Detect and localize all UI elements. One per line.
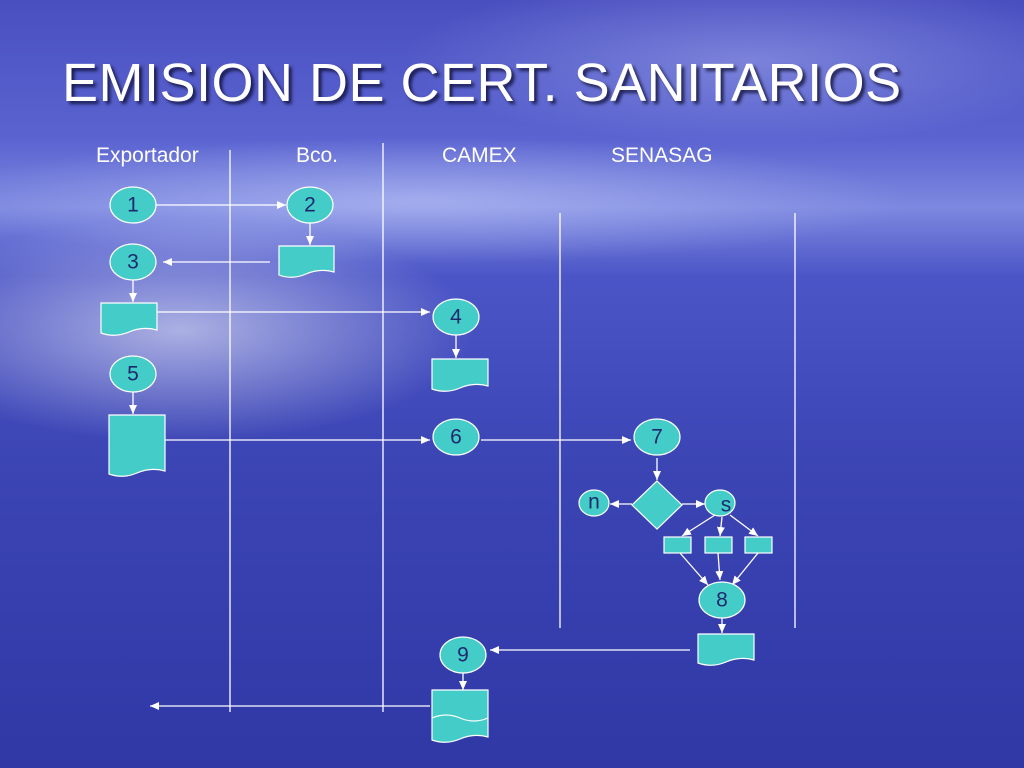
arrow-s-to-box-3 bbox=[729, 514, 759, 537]
decision-yes-label: s bbox=[721, 494, 732, 517]
lane-label-bco: Bco. bbox=[296, 144, 339, 167]
process-box-2 bbox=[704, 536, 733, 554]
step-label-9: 9 bbox=[457, 644, 469, 667]
arrow-box-2-to-8 bbox=[715, 552, 724, 581]
step-label-2: 2 bbox=[304, 194, 316, 217]
document-senasag bbox=[697, 633, 755, 666]
decision-no-node bbox=[578, 489, 610, 517]
step-label-1: 1 bbox=[127, 194, 139, 217]
step-label-7: 7 bbox=[651, 426, 663, 449]
lane-label-camex: CAMEX bbox=[442, 144, 517, 167]
step-node-3 bbox=[109, 243, 157, 281]
step-label-8: 8 bbox=[716, 589, 728, 612]
step-node-1 bbox=[109, 186, 157, 224]
step-node-6 bbox=[432, 418, 480, 456]
step-node-2 bbox=[286, 186, 334, 224]
step-label-4: 4 bbox=[450, 306, 462, 329]
lane-label-exportador: Exportador bbox=[96, 144, 199, 167]
connectors bbox=[129, 201, 759, 710]
document-camex-1 bbox=[431, 358, 489, 392]
document-exportador-2 bbox=[108, 414, 166, 477]
process-box-1 bbox=[663, 536, 692, 554]
decision-no-label: n bbox=[588, 491, 600, 514]
step-label-5: 5 bbox=[127, 363, 139, 386]
step-node-9 bbox=[439, 636, 487, 674]
documents bbox=[100, 245, 755, 743]
step-node-5 bbox=[109, 355, 157, 393]
lane-separators bbox=[229, 143, 796, 712]
step-label-6: 6 bbox=[450, 426, 462, 449]
document-camex-2-wave bbox=[431, 714, 489, 722]
process-boxes bbox=[663, 536, 773, 554]
arrow-s-to-box-1 bbox=[681, 514, 716, 537]
lane-label-senasag: SENASAG bbox=[611, 144, 713, 167]
document-bco bbox=[278, 245, 335, 278]
arrow-s-to-box-2 bbox=[716, 516, 725, 537]
process-box-3 bbox=[744, 536, 773, 554]
decision-diamond bbox=[631, 480, 683, 530]
step-node-7 bbox=[633, 418, 681, 456]
step-nodes bbox=[109, 186, 746, 674]
document-exportador-1 bbox=[100, 302, 158, 336]
step-node-8 bbox=[698, 581, 746, 619]
arrow-box-1-to-8 bbox=[679, 552, 709, 586]
decision-yes-node bbox=[704, 489, 736, 517]
step-node-4 bbox=[432, 298, 480, 336]
slide-title: EMISION DE CERT. SANITARIOS bbox=[62, 53, 902, 113]
document-camex-2 bbox=[431, 689, 489, 743]
arrow-box-3-to-8 bbox=[731, 552, 759, 586]
step-label-3: 3 bbox=[127, 251, 139, 274]
